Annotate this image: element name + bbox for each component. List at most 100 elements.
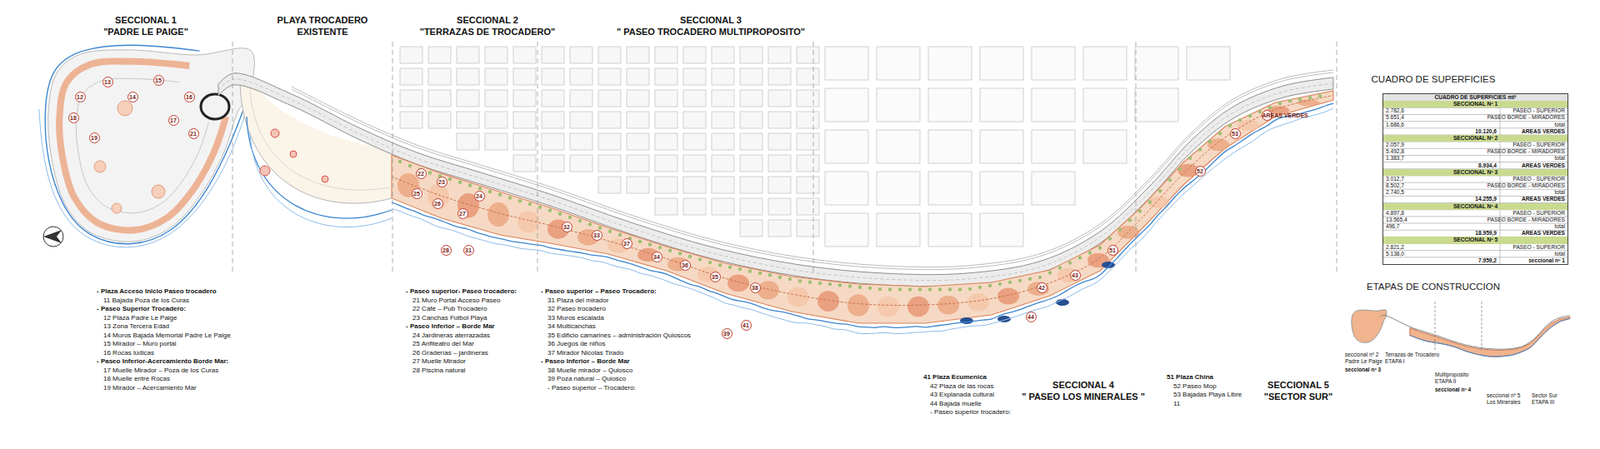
callout-number: 36 [680, 260, 691, 271]
section-divider [537, 41, 539, 275]
tree [1218, 131, 1222, 135]
city-block [980, 46, 1024, 80]
city-block [796, 68, 820, 85]
stage-headland [1351, 310, 1387, 344]
legend-heading: - Paseo Inferior – Borde Mar [540, 357, 630, 365]
tree [678, 251, 682, 255]
tree [598, 225, 602, 230]
table-rule [1382, 250, 1569, 251]
tree [738, 267, 742, 271]
city-block [796, 220, 820, 237]
table-cell: 13.565,4 [1385, 216, 1408, 224]
tree [848, 284, 852, 288]
city-block [711, 111, 735, 129]
legend-item: 36 Juegos de niños [547, 340, 605, 348]
table-cell: 14.255,9 [1475, 195, 1497, 203]
plaza-shape [427, 184, 450, 210]
tree [958, 287, 962, 291]
tree [1248, 114, 1252, 118]
tree [428, 170, 432, 175]
legend-item: 14 Muros Bajada Memorial Padre Le Paige [103, 331, 231, 340]
city-block [655, 111, 678, 129]
city-block [796, 111, 820, 129]
legend-item: 28 Piscina natural [412, 366, 466, 375]
city-block [456, 111, 480, 129]
road-axis [218, 79, 1334, 281]
tree [1128, 218, 1132, 222]
legend-item: 16 Rocas lúdicas [103, 349, 155, 357]
tree [568, 215, 572, 220]
callout-number: 33 [591, 230, 603, 241]
plaza-shape [907, 296, 930, 318]
city-block [655, 68, 678, 85]
tree [918, 287, 922, 291]
tree [1148, 200, 1152, 204]
table-cell: total [1555, 189, 1565, 196]
table-cell: 4.897,8 [1385, 210, 1405, 217]
table-cell: AREAS VERDES [1521, 230, 1565, 237]
city-block [980, 171, 1024, 205]
rock [270, 129, 280, 138]
city-block [740, 90, 763, 107]
tree [888, 287, 892, 291]
tree [648, 242, 652, 246]
city-block [541, 133, 565, 150]
city-block [570, 90, 593, 107]
tree [698, 257, 702, 261]
sheet-heading: CUADRO DE SUPERFICIES [1371, 74, 1496, 85]
legend-item: 18 Muelle entre Rocas [103, 375, 170, 383]
tree [558, 212, 562, 216]
city-block [928, 130, 972, 164]
tree [638, 240, 642, 244]
city-block [825, 88, 869, 122]
city-block [626, 133, 650, 150]
tree [578, 219, 582, 223]
headland [48, 48, 255, 242]
table-cell: 2.821,2 [1385, 244, 1405, 251]
city-block [796, 133, 820, 150]
callout-number: 34 [651, 251, 663, 263]
city-block [768, 155, 791, 172]
section-heading: "PADRE LE PAIGE" [103, 26, 189, 38]
city-block [768, 68, 791, 85]
plaza-shape [877, 296, 900, 318]
city-block [876, 88, 920, 122]
tree [1298, 97, 1302, 101]
sheet-heading: ETAPAS DE CONSTRUCCION [1366, 281, 1500, 293]
section-heading: "SECTOR SUR" [1264, 391, 1333, 403]
table-cell: 18.959,9 [1475, 230, 1497, 237]
tree [1028, 277, 1032, 281]
stage-map [1351, 310, 1570, 357]
city-block [1031, 171, 1075, 205]
table-section-band: SECCIONAL Nº 3 [1383, 169, 1568, 176]
legend-item: 43 Explanada cultural [930, 390, 995, 399]
plaza-shape [787, 287, 810, 307]
city-block [768, 198, 791, 215]
section-divider [1336, 41, 1338, 275]
tree [528, 202, 532, 206]
city-block [485, 46, 508, 64]
city-block [513, 155, 536, 172]
city-block [980, 130, 1024, 164]
legend-item: 15 Mirador – Muro portal [103, 340, 177, 348]
tree [1278, 101, 1282, 105]
table-rule [1500, 107, 1501, 135]
headland-path [75, 78, 209, 213]
table-cell: 2.782,6 [1385, 107, 1405, 115]
tree [448, 177, 452, 181]
legend-item: 22 Café – Pub Trocadero [412, 305, 487, 313]
stage-label: Padre Le Paige [1345, 358, 1383, 365]
city-block [876, 130, 920, 164]
city-block [485, 111, 508, 129]
city-block [541, 46, 565, 64]
stage-label: seccional nº 4 [1435, 386, 1471, 393]
city-block [598, 176, 621, 194]
legend-item: 38 Muelle mirador – Quiosco [547, 366, 633, 375]
plaza-shape [94, 160, 106, 173]
plaza-shape [1027, 281, 1050, 296]
callout-number: 38 [750, 282, 761, 294]
callout-number: 32 [561, 221, 573, 233]
coastline [45, 45, 243, 244]
legend-item: 32 Paseo trocadero [547, 305, 606, 313]
